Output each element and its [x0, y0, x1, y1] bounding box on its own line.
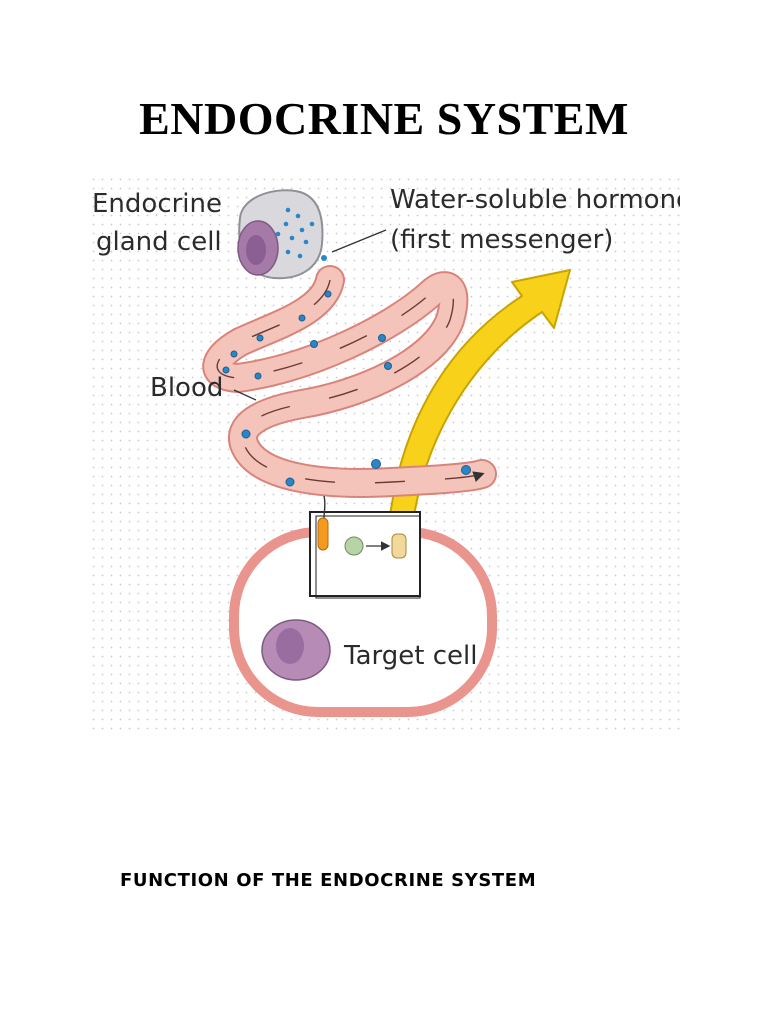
receptor-inset — [309, 495, 421, 599]
gland-hormone-granules — [275, 207, 315, 259]
gland-label-line2: gland cell — [96, 227, 222, 257]
g-protein — [344, 536, 364, 556]
blood-label: Blood — [150, 373, 223, 403]
released-hormone — [321, 255, 327, 261]
hormone-label-line1: Water-soluble hormone — [390, 185, 680, 215]
blood-label-leader — [233, 389, 257, 401]
gland-label-line1: Endocrine — [92, 189, 222, 219]
target-cell-label: Target cell — [343, 641, 477, 671]
hormone-label-leader — [331, 229, 387, 253]
page-title: ENDOCRINE SYSTEM — [139, 93, 629, 144]
effector-enzyme — [391, 533, 407, 559]
section-heading: FUNCTION OF THE ENDOCRINE SYSTEM — [120, 870, 537, 891]
endocrine-gland-cell — [237, 189, 324, 280]
endocrine-diagram: Endocrine gland cell Water-soluble hormo… — [92, 178, 680, 730]
hormone-label-line2: (first messenger) — [390, 225, 613, 255]
blood-hormones — [222, 290, 471, 487]
receptor — [317, 517, 329, 551]
